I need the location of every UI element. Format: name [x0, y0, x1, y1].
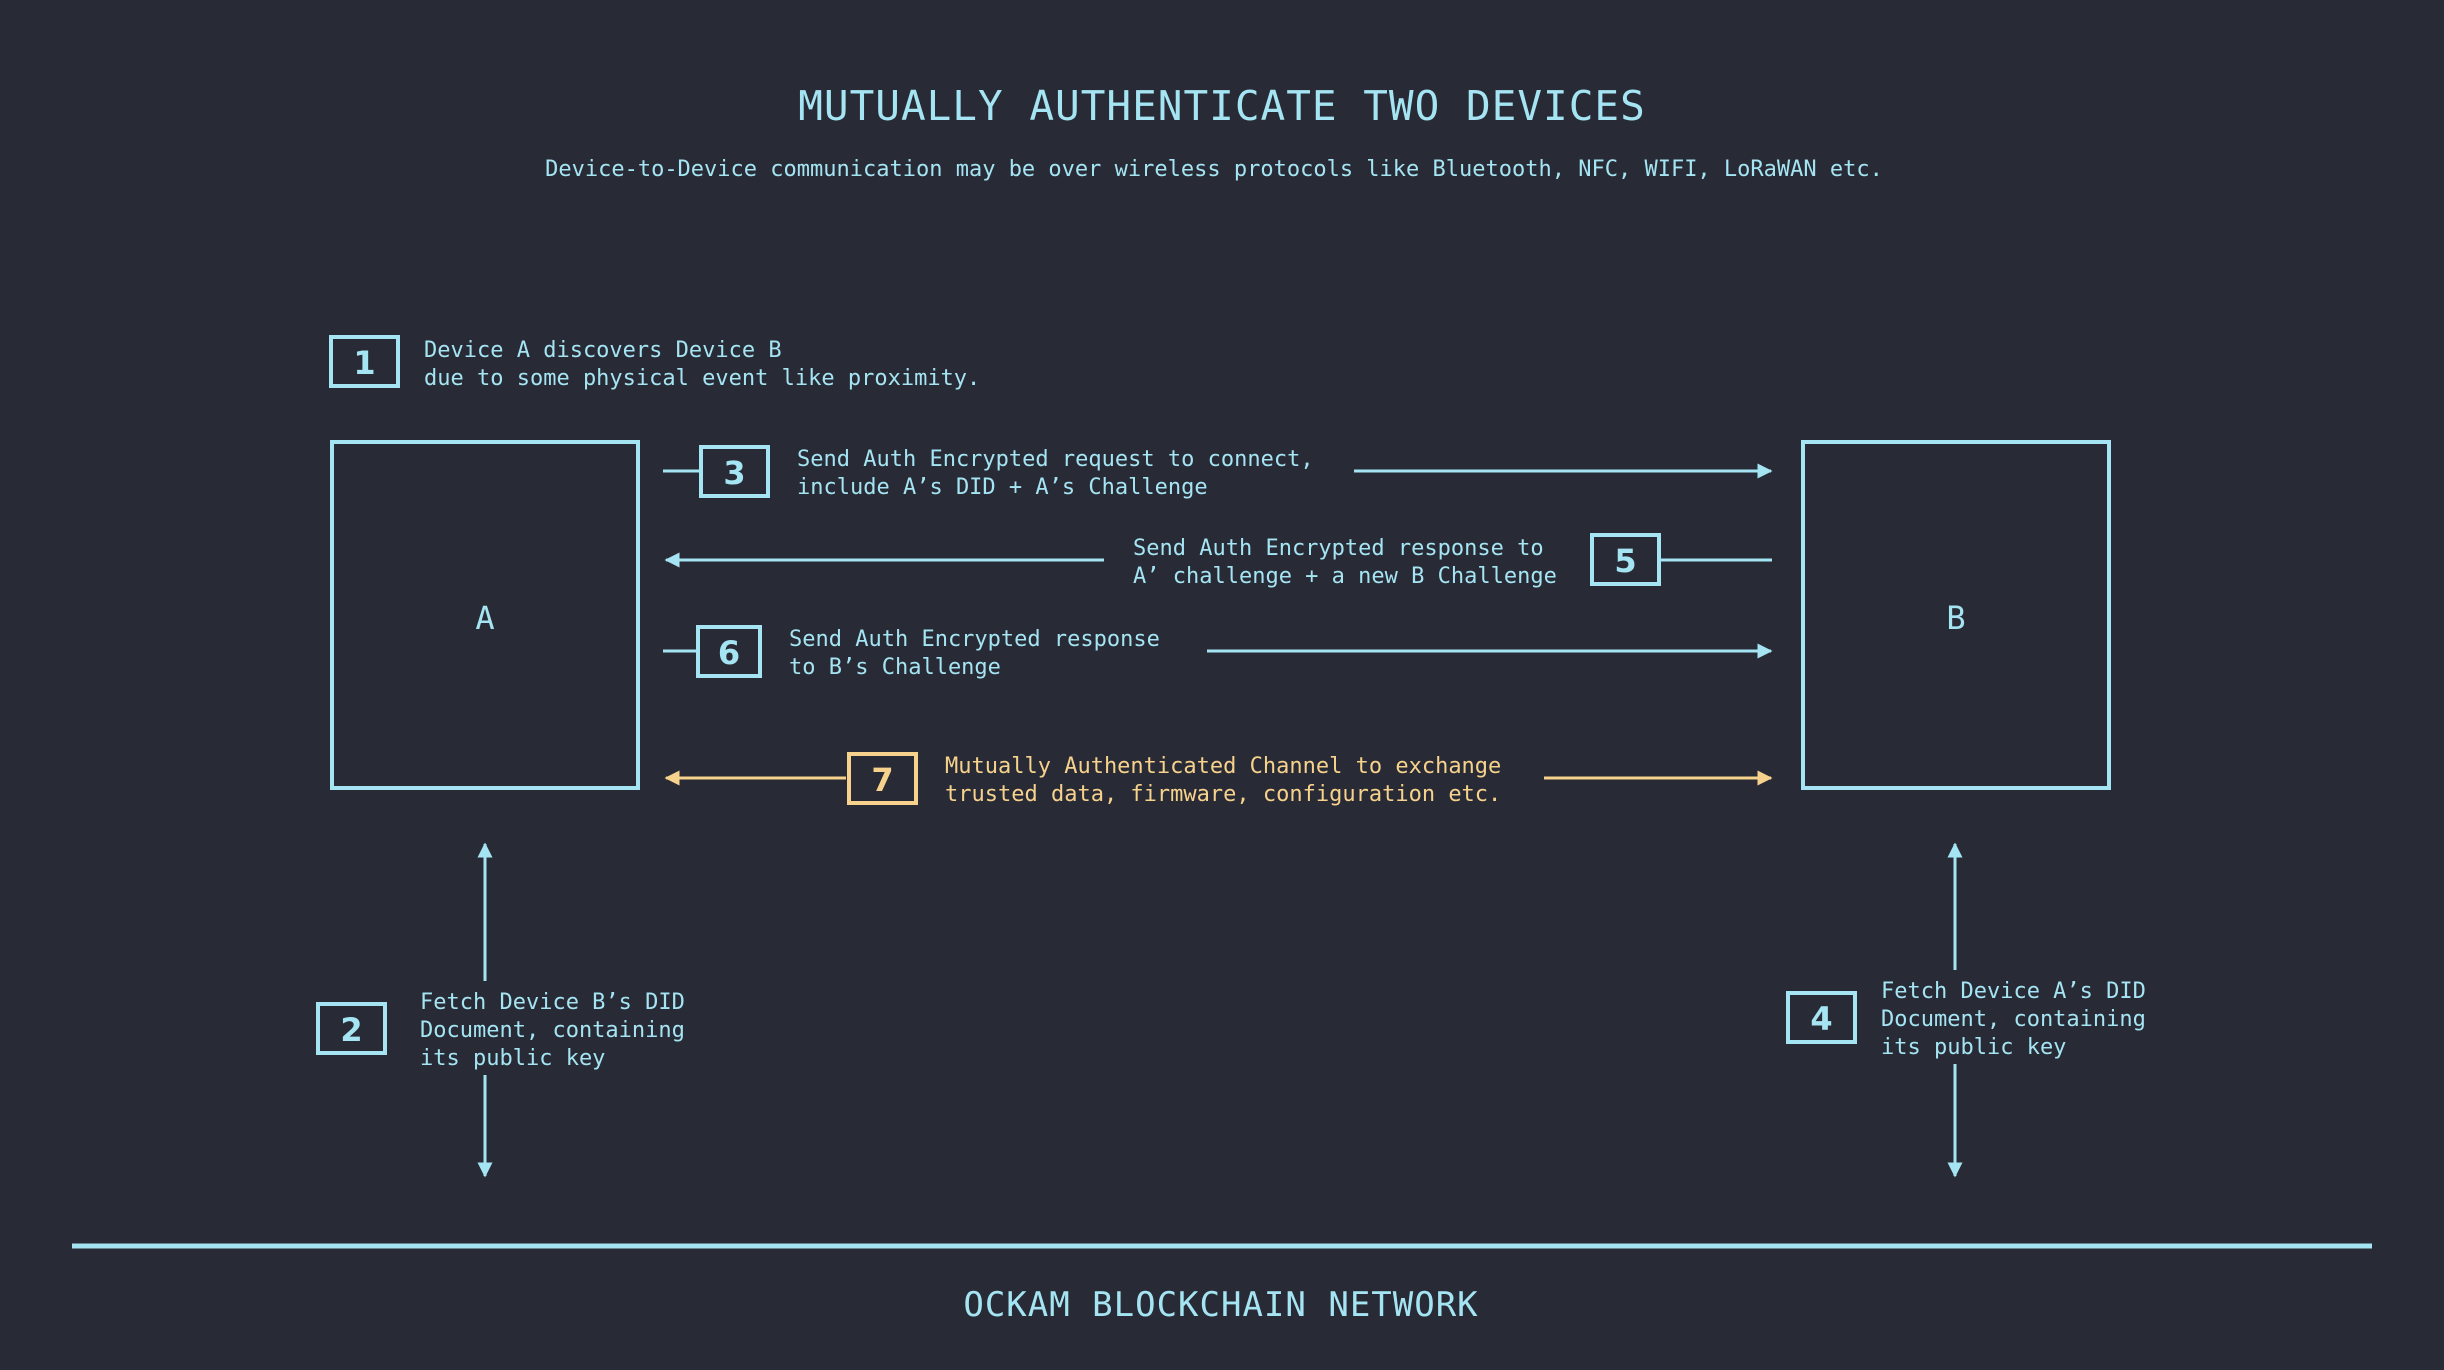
step-3-badge	[699, 445, 770, 498]
step-3-label-line-1: Send Auth Encrypted request to connect,	[797, 447, 1314, 472]
step-3-number: 3	[723, 454, 745, 492]
step-4-label-line-1: Fetch Device A’s DID	[1881, 979, 2146, 1004]
step-5-label-line-2: A’ challenge + a new B Challenge	[1133, 564, 1557, 589]
step-3: 3 Send Auth Encrypted request to connect…	[663, 445, 1773, 500]
step-7-badge	[847, 752, 918, 805]
step-6-label-line-1: Send Auth Encrypted response	[789, 627, 1160, 652]
step-2-label-line-2: Document, containing	[420, 1018, 685, 1043]
device-b-label: B	[1946, 599, 1965, 637]
step-6-number: 6	[718, 634, 740, 672]
device-b-box	[1801, 440, 2111, 790]
step-1-label-line-1: Device A discovers Device B	[424, 338, 782, 363]
step-4-label-line-3: its public key	[1881, 1035, 2066, 1060]
step-2-badge	[316, 1002, 387, 1055]
step-3-label-line-2: include A’s DID + A’s Challenge	[797, 475, 1208, 500]
step-1: 1 Device A discovers Device B due to som…	[329, 335, 980, 391]
step-6: 6 Send Auth Encrypted response to B’s Ch…	[663, 625, 1773, 680]
step-5-number: 5	[1614, 542, 1636, 580]
device-a-label: A	[475, 599, 494, 637]
step-6-label-line-2: to B’s Challenge	[789, 655, 1001, 680]
step-2-label-line-3: its public key	[420, 1046, 605, 1071]
step-2-label-line-1: Fetch Device B’s DID	[420, 990, 685, 1015]
diagram-subtitle: Device-to-Device communication may be ov…	[545, 157, 1883, 182]
device-a-box	[330, 440, 640, 790]
step-5-label-line-1: Send Auth Encrypted response to	[1133, 536, 1544, 561]
step-7-label-line-1: Mutually Authenticated Channel to exchan…	[945, 754, 1501, 779]
step-6-badge	[696, 625, 762, 678]
step-4: 4 Fetch Device A’s DID Document, contain…	[1786, 842, 2146, 1178]
step-2-number: 2	[340, 1011, 362, 1049]
step-4-badge	[1786, 991, 1857, 1044]
step-4-number: 4	[1810, 1000, 1832, 1038]
step-2: 2 Fetch Device B’s DID Document, contain…	[316, 842, 685, 1178]
device-a: A	[330, 440, 640, 790]
step-7-number: 7	[871, 761, 893, 799]
step-5-badge	[1590, 533, 1661, 586]
step-4-label-line-2: Document, containing	[1881, 1007, 2146, 1032]
step-7-label-line-2: trusted data, firmware, configuration et…	[945, 782, 1501, 807]
diagram-title: MUTUALLY AUTHENTICATE TWO DEVICES	[798, 82, 1646, 130]
step-1-badge	[329, 335, 400, 388]
device-b: B	[1801, 440, 2111, 790]
step-7: 7 Mutually Authenticated Channel to exch…	[664, 752, 1773, 807]
network-label: OCKAM BLOCKCHAIN NETWORK	[963, 1285, 1478, 1325]
step-1-label-line-2: due to some physical event like proximit…	[424, 366, 980, 391]
step-1-number: 1	[353, 344, 375, 382]
step-5: Send Auth Encrypted response to A’ chall…	[664, 533, 1772, 589]
